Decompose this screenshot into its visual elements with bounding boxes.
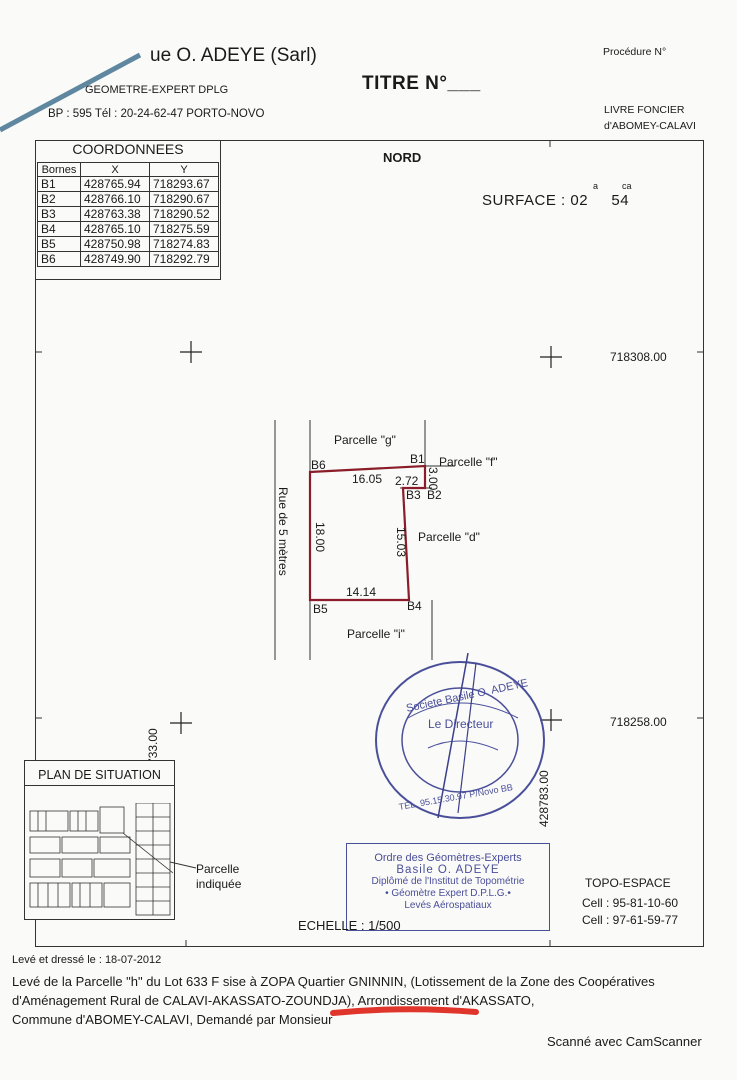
round-company-stamp <box>375 652 545 819</box>
x-cell: 428765.94 <box>80 176 150 192</box>
company-contact: BP : 595 Tél : 20-24-62-47 PORTO-NOVO <box>48 108 265 120</box>
red-redaction-mark <box>330 1006 479 1016</box>
distance-b3-b2: 2.72 <box>395 474 419 488</box>
y-cell: 718293.67 <box>149 176 219 192</box>
company-subtitle: GEOMETRE-EXPERT DPLG <box>85 84 229 96</box>
x-cell: 428765.10 <box>80 221 150 237</box>
livre-foncier-line2: d'ABOMEY-CALAVI <box>604 120 696 132</box>
cell-phone-2: Cell : 97-61-59-77 <box>582 913 679 927</box>
distance-top: 16.05 <box>352 472 383 486</box>
procedure-label: Procédure N° <box>603 46 667 58</box>
situation-title: PLAN DE SITUATION <box>24 768 175 786</box>
header-x: X <box>80 162 150 177</box>
borne-b5-label: B5 <box>313 602 328 616</box>
topo-espace-label: TOPO-ESPACE <box>585 876 671 890</box>
echelle-label: ECHELLE : 1/500 <box>298 918 401 933</box>
table-row: B3 428763.38 718290.52 <box>37 206 219 222</box>
situation-indiquee-label: indiquée <box>196 877 242 891</box>
borne-cell: B4 <box>37 221 81 237</box>
grid-cross <box>180 341 202 363</box>
surface-ca-value: 54 <box>611 192 630 209</box>
surface-label: SURFACE : 02 54 <box>482 192 629 209</box>
table-row: B4 428765.10 718275.59 <box>37 221 219 237</box>
x-cell: 428766.10 <box>80 191 150 207</box>
borne-b2-label: B2 <box>427 488 442 502</box>
distance-right: 15.03 <box>394 527 408 558</box>
y-cell: 718275.59 <box>149 221 219 237</box>
distance-b1-b2: 3.00 <box>426 467 440 491</box>
coordinates-table: Bornes X Y B1 428765.94 718293.67 B2 428… <box>37 162 219 267</box>
distance-left: 18.00 <box>313 522 327 553</box>
livre-foncier-line1: LIVRE FONCIER <box>604 104 685 116</box>
stamp-line4: • Géomètre Expert D.P.L.G.• <box>385 888 511 899</box>
description-line1: Levé de la Parcelle "h" du Lot 633 F sis… <box>12 974 655 989</box>
parcelle-d-label: Parcelle "d" <box>418 530 480 544</box>
header-y: Y <box>149 162 219 177</box>
coordinates-title: COORDONNEES <box>72 141 184 157</box>
y-cell: 718274.83 <box>149 236 219 252</box>
y-cell: 718290.52 <box>149 206 219 222</box>
rectangular-stamp: Ordre des Géomètres-Experts Basile O. AD… <box>346 843 550 931</box>
grid-cross <box>540 709 562 731</box>
cell-phone-1: Cell : 95-81-10-60 <box>582 896 679 910</box>
titre-label: TITRE N°___ <box>362 73 481 94</box>
situation-plan-box <box>24 760 175 920</box>
surface-value: SURFACE : 02 <box>482 192 589 209</box>
borne-cell: B3 <box>37 206 81 222</box>
situation-pointer-line <box>170 861 197 869</box>
x-cell: 428763.38 <box>80 206 150 222</box>
table-row: B6 428749.90 718292.79 <box>37 251 219 267</box>
distance-bottom: 14.14 <box>346 585 377 599</box>
camscanner-watermark: Scanné avec CamScanner <box>547 1034 702 1049</box>
grid-cross <box>170 712 192 734</box>
stamp-le-directeur: Le Directeur <box>428 717 494 731</box>
pen-stroke-mark <box>0 52 142 133</box>
surface-unit-ca: ca <box>622 181 632 191</box>
borne-b3-label: B3 <box>406 488 421 502</box>
header-bornes: Bornes <box>37 162 81 177</box>
situation-map <box>29 803 173 916</box>
north-label: NORD <box>383 150 422 165</box>
company-name: ue O. ADEYE (Sarl) <box>150 45 317 66</box>
parcelle-g-label: Parcelle "g" <box>334 433 396 447</box>
x-cell: 428749.90 <box>80 251 150 267</box>
y-cell: 718292.79 <box>149 251 219 267</box>
situation-parcelle-label: Parcelle <box>196 862 240 876</box>
description-line2: d'Aménagement Rural de CALAVI-AKASSATO-Z… <box>12 993 535 1008</box>
borne-cell: B1 <box>37 176 81 192</box>
x-cell: 428750.98 <box>80 236 150 252</box>
plan-drawing <box>35 140 704 947</box>
y-cell: 718290.67 <box>149 191 219 207</box>
surface-unit-a: a <box>593 181 599 191</box>
stamp-line3: Diplômé de l'Institut de Topométrie <box>371 876 525 887</box>
rue-label: Rue de 5 mètres <box>276 487 290 576</box>
plan-frame <box>35 140 704 947</box>
borne-b4-label: B4 <box>407 599 422 613</box>
borne-cell: B5 <box>37 236 81 252</box>
table-row: B1 428765.94 718293.67 <box>37 176 219 192</box>
parcelle-f-label: Parcelle "f" <box>439 455 498 469</box>
parcel-boundary <box>308 464 427 602</box>
description-line3: Commune d'ABOMEY-CALAVI, Demandé par Mon… <box>12 1012 333 1027</box>
coordinates-header-row: Bornes X Y <box>37 162 219 177</box>
table-row: B5 428750.98 718274.83 <box>37 236 219 252</box>
grid-y-bottom-label: 718258.00 <box>610 715 667 729</box>
stamp-line2: Basile O. ADEYE <box>396 864 500 876</box>
borne-b1-label: B1 <box>410 452 425 466</box>
borne-b6-label: B6 <box>311 458 326 472</box>
parcelle-i-label: Parcelle "i" <box>347 627 405 641</box>
borne-cell: B6 <box>37 251 81 267</box>
leve-date: Levé et dressé le : 18-07-2012 <box>12 954 162 966</box>
grid-y-top-label: 718308.00 <box>610 350 667 364</box>
table-row: B2 428766.10 718290.67 <box>37 191 219 207</box>
borne-cell: B2 <box>37 191 81 207</box>
grid-cross <box>540 346 562 368</box>
stamp-line1: Ordre des Géomètres-Experts <box>374 852 522 864</box>
stamp-line5: Levés Aérospatiaux <box>404 900 492 911</box>
